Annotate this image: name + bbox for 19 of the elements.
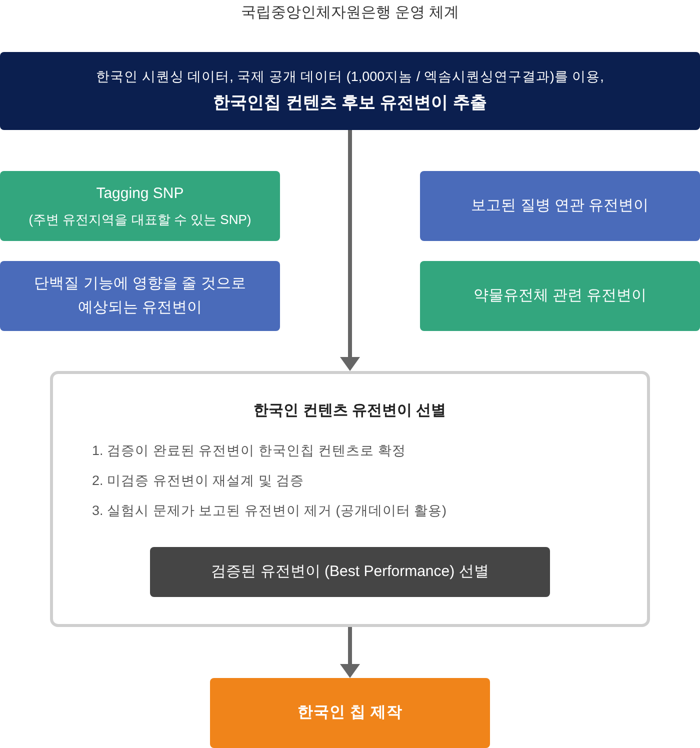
output-box: 한국인 칩 제작 xyxy=(210,678,490,748)
category-box: 보고된 질병 연관 유전변이 xyxy=(420,171,700,241)
note-text: (주변 유전지역을 대표할 수 있는 SNP) xyxy=(28,210,252,228)
list-item: 1. 검증이 완료된 유전변이 한국인칩 컨텐츠로 확정 xyxy=(92,442,406,460)
section-heading: 한국인 컨텐츠 유전변이 선별 xyxy=(254,401,446,421)
category-box: 단백질 기능에 영향을 줄 것으로 예상되는 유전변이 xyxy=(0,261,280,331)
arrow xyxy=(340,130,360,371)
selection-panel xyxy=(50,371,650,627)
category-box xyxy=(0,171,280,241)
result-box: 검증된 유전변이 (Best Performance) 선별 xyxy=(150,547,550,597)
list-item: 3. 실험시 문제가 보고된 유전변이 제거 (공개데이터 활용) xyxy=(92,502,447,520)
list-item: 2. 미검증 유전변이 재설계 및 검증 xyxy=(92,472,304,490)
subtitle-text: 한국인 시퀀싱 데이터, 국제 공개 데이터 (1,000지놈 / 엑솜시퀀싱연구결과)를 이용, xyxy=(96,68,604,86)
category-box: 약물유전체 관련 유전변이 xyxy=(420,261,700,331)
heading-text: Tagging SNP xyxy=(96,184,184,204)
heading-text: 한국인칩 컨텐츠 후보 유전변이 추출 xyxy=(213,92,487,114)
process-box xyxy=(0,52,700,130)
arrow xyxy=(340,627,360,678)
diagram-title: 국립중앙인체자원은행 운영 체계 xyxy=(240,3,460,23)
